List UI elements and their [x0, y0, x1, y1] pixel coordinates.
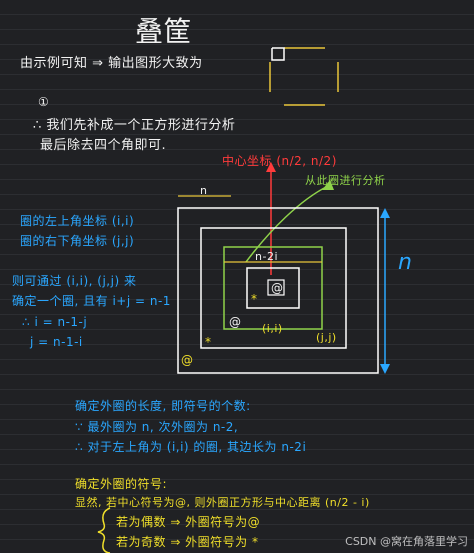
- center-square: [267, 279, 285, 296]
- second-square: [200, 227, 347, 349]
- center-symbol: @: [271, 281, 284, 295]
- ring-star-inner: *: [251, 292, 258, 306]
- ring-symbol: @: [229, 315, 242, 329]
- inner-square: [246, 267, 300, 309]
- corner-label-topleft: (i,i): [262, 322, 283, 335]
- center-analysis-note: 从此圈进行分析: [305, 174, 386, 187]
- page-title: 叠筐: [135, 15, 193, 48]
- outer-square: [177, 207, 379, 374]
- even-rule: 若为偶数 ⇒ 外圈符号为@: [116, 515, 261, 529]
- step-marker: ①: [38, 95, 50, 109]
- topleft-coordinate-note: 圈的左上角坐标 (i,i): [20, 214, 135, 228]
- derive-note-4: j = n-1-i: [30, 335, 83, 349]
- bottomright-coordinate-note: 圈的右下角坐标 (j,j): [20, 234, 135, 248]
- analysis-line-1: ∴ 我们先补成一个正方形进行分析: [33, 118, 236, 133]
- intro-line: 由示例可知 ⇒ 输出图形大致为: [20, 56, 203, 71]
- symbol-note-2: 显然, 若中心符号为@, 则外圈正方形与中心距离 (n/2 - i): [75, 496, 370, 509]
- green-square: [223, 246, 323, 330]
- center-coordinate-label: 中心坐标 (n/2, n/2): [222, 154, 337, 168]
- inner-dimension-label: n-2i: [255, 250, 278, 263]
- analysis-arrow: [245, 185, 329, 263]
- ring-star-outer: *: [205, 335, 212, 349]
- length-note-2: ∵ 最外圈为 n, 次外圈为 n-2,: [75, 420, 239, 434]
- length-note-1: 确定外圈的长度, 即符号的个数:: [75, 399, 251, 413]
- symbol-note-1: 确定外圈的符号:: [75, 477, 168, 491]
- watermark: CSDN @窝在角落里学习: [345, 535, 468, 548]
- outer-ring-symbol: @: [181, 353, 194, 367]
- corner-label-bottomright: (j,j): [316, 331, 337, 344]
- outer-dimension-label: n: [200, 184, 208, 197]
- odd-rule: 若为奇数 ⇒ 外圈符号为 *: [116, 535, 259, 549]
- side-length-label: n: [398, 250, 413, 275]
- length-note-3: ∴ 对于左上角为 (i,i) 的圈, 其边长为 n-2i: [75, 440, 307, 454]
- derive-note-2: 确定一个圈, 且有 i+j = n-1: [12, 294, 171, 308]
- derive-note-1: 则可通过 (i,i), (j,j) 来: [12, 274, 137, 288]
- derive-note-3: ∴ i = n-1-j: [22, 315, 88, 329]
- analysis-line-2: 最后除去四个角即可.: [40, 138, 167, 153]
